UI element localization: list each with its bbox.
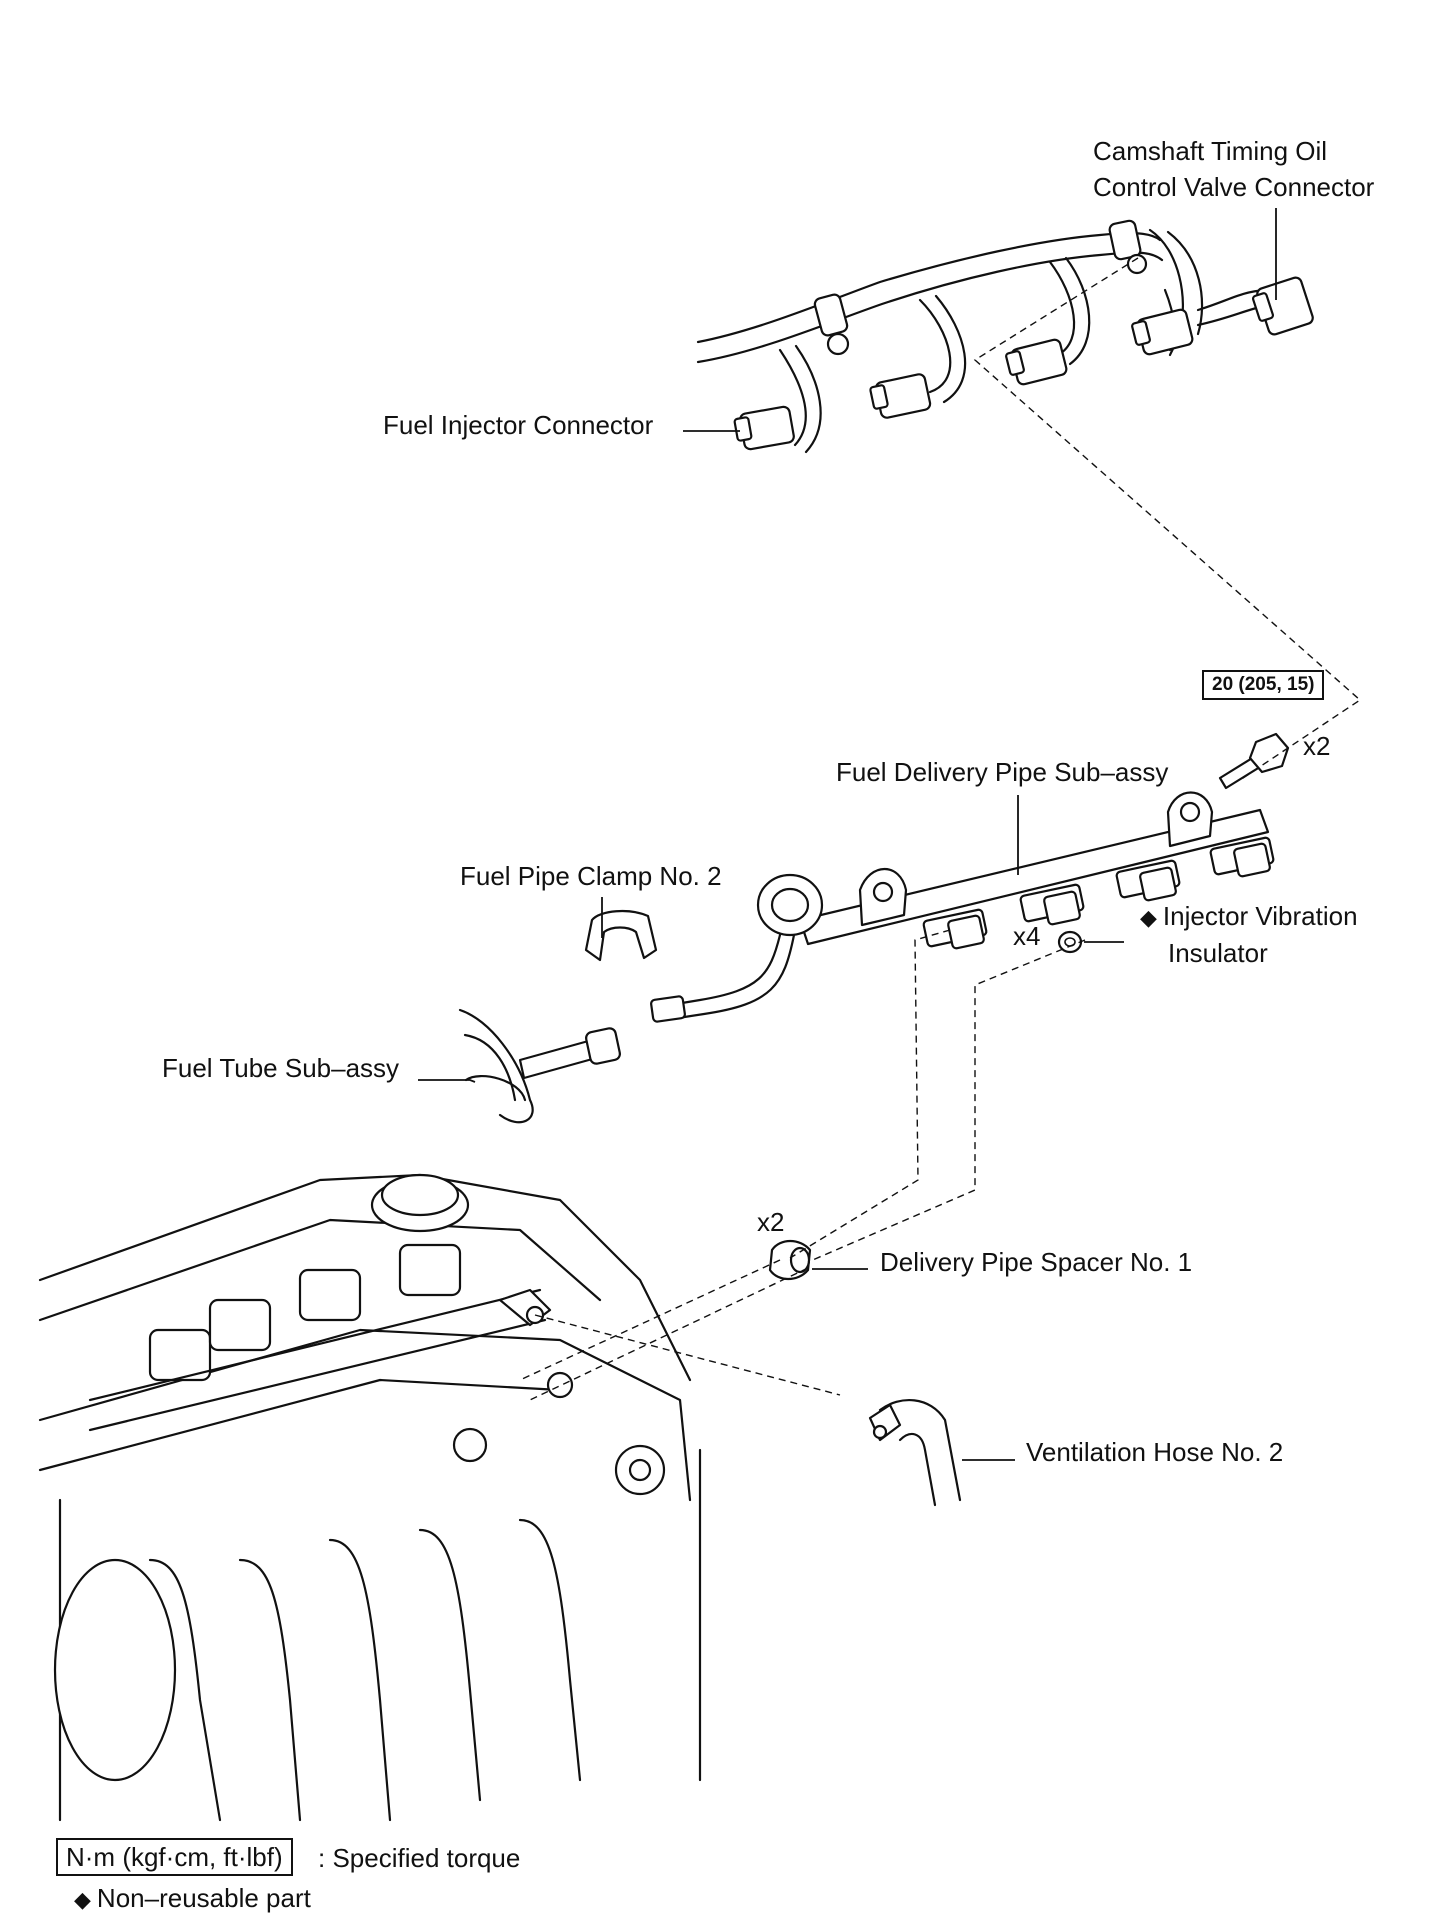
nonreusable-legend-text: Non–reusable part <box>96 1883 311 1913</box>
bolt-quantity-label: x2 <box>1303 731 1331 761</box>
fuel-pipe-clamp <box>584 910 658 962</box>
fuel-tube <box>458 1008 621 1124</box>
torque-unit-legend-box: N·m (kgf·cm, ft·lbf) <box>56 1838 293 1876</box>
fuel-injector-connector-2 <box>869 373 932 419</box>
fuel-delivery-pipe-label: Fuel Delivery Pipe Sub–assy <box>836 757 1169 787</box>
diamond-icon: ◆ <box>74 1887 91 1912</box>
camshaft-connector-label-line1: Camshaft Timing Oil <box>1093 136 1328 166</box>
engine-assembly <box>38 1173 702 1822</box>
injector-insulator-text: Injector Vibration <box>1162 901 1358 931</box>
camshaft-timing-oil-control-valve-connector <box>1252 276 1314 336</box>
camshaft-connector-label-line2: Control Valve Connector <box>1093 172 1375 202</box>
nonreusable-legend: ◆Non–reusable part <box>74 1882 311 1916</box>
insulator-quantity-label: x4 <box>1013 921 1041 951</box>
delivery-pipe-spacer <box>768 1239 812 1281</box>
torque-spec-box: 20 (205, 15) <box>1202 670 1325 700</box>
fuel-delivery-pipe <box>650 791 1275 1023</box>
injector-insulator-label-line2: Insulator <box>1168 938 1268 968</box>
ventilation-hose-label: Ventilation Hose No. 2 <box>1026 1437 1284 1467</box>
fuel-injector-connector-3 <box>1005 338 1068 386</box>
fuel-injector-connector-4 <box>1131 308 1194 356</box>
delivery-pipe-spacer-label: Delivery Pipe Spacer No. 1 <box>880 1247 1193 1277</box>
spacer-quantity-label: x2 <box>757 1207 785 1237</box>
injector-insulator-label-line1: ◆Injector Vibration <box>1140 900 1358 934</box>
delivery-pipe-bolt <box>1218 732 1290 790</box>
diamond-icon: ◆ <box>1140 905 1157 930</box>
fuel-injector-connector-label: Fuel Injector Connector <box>383 410 654 440</box>
leader-lines <box>418 208 1277 1461</box>
ventilation-hose <box>868 1399 962 1507</box>
fuel-tube-label: Fuel Tube Sub–assy <box>162 1053 400 1083</box>
fuel-injector-connector-1 <box>733 405 795 451</box>
alignment-lines <box>519 257 1362 1401</box>
torque-legend-description: : Specified torque <box>318 1843 521 1873</box>
fuel-pipe-clamp-label: Fuel Pipe Clamp No. 2 <box>460 861 722 891</box>
